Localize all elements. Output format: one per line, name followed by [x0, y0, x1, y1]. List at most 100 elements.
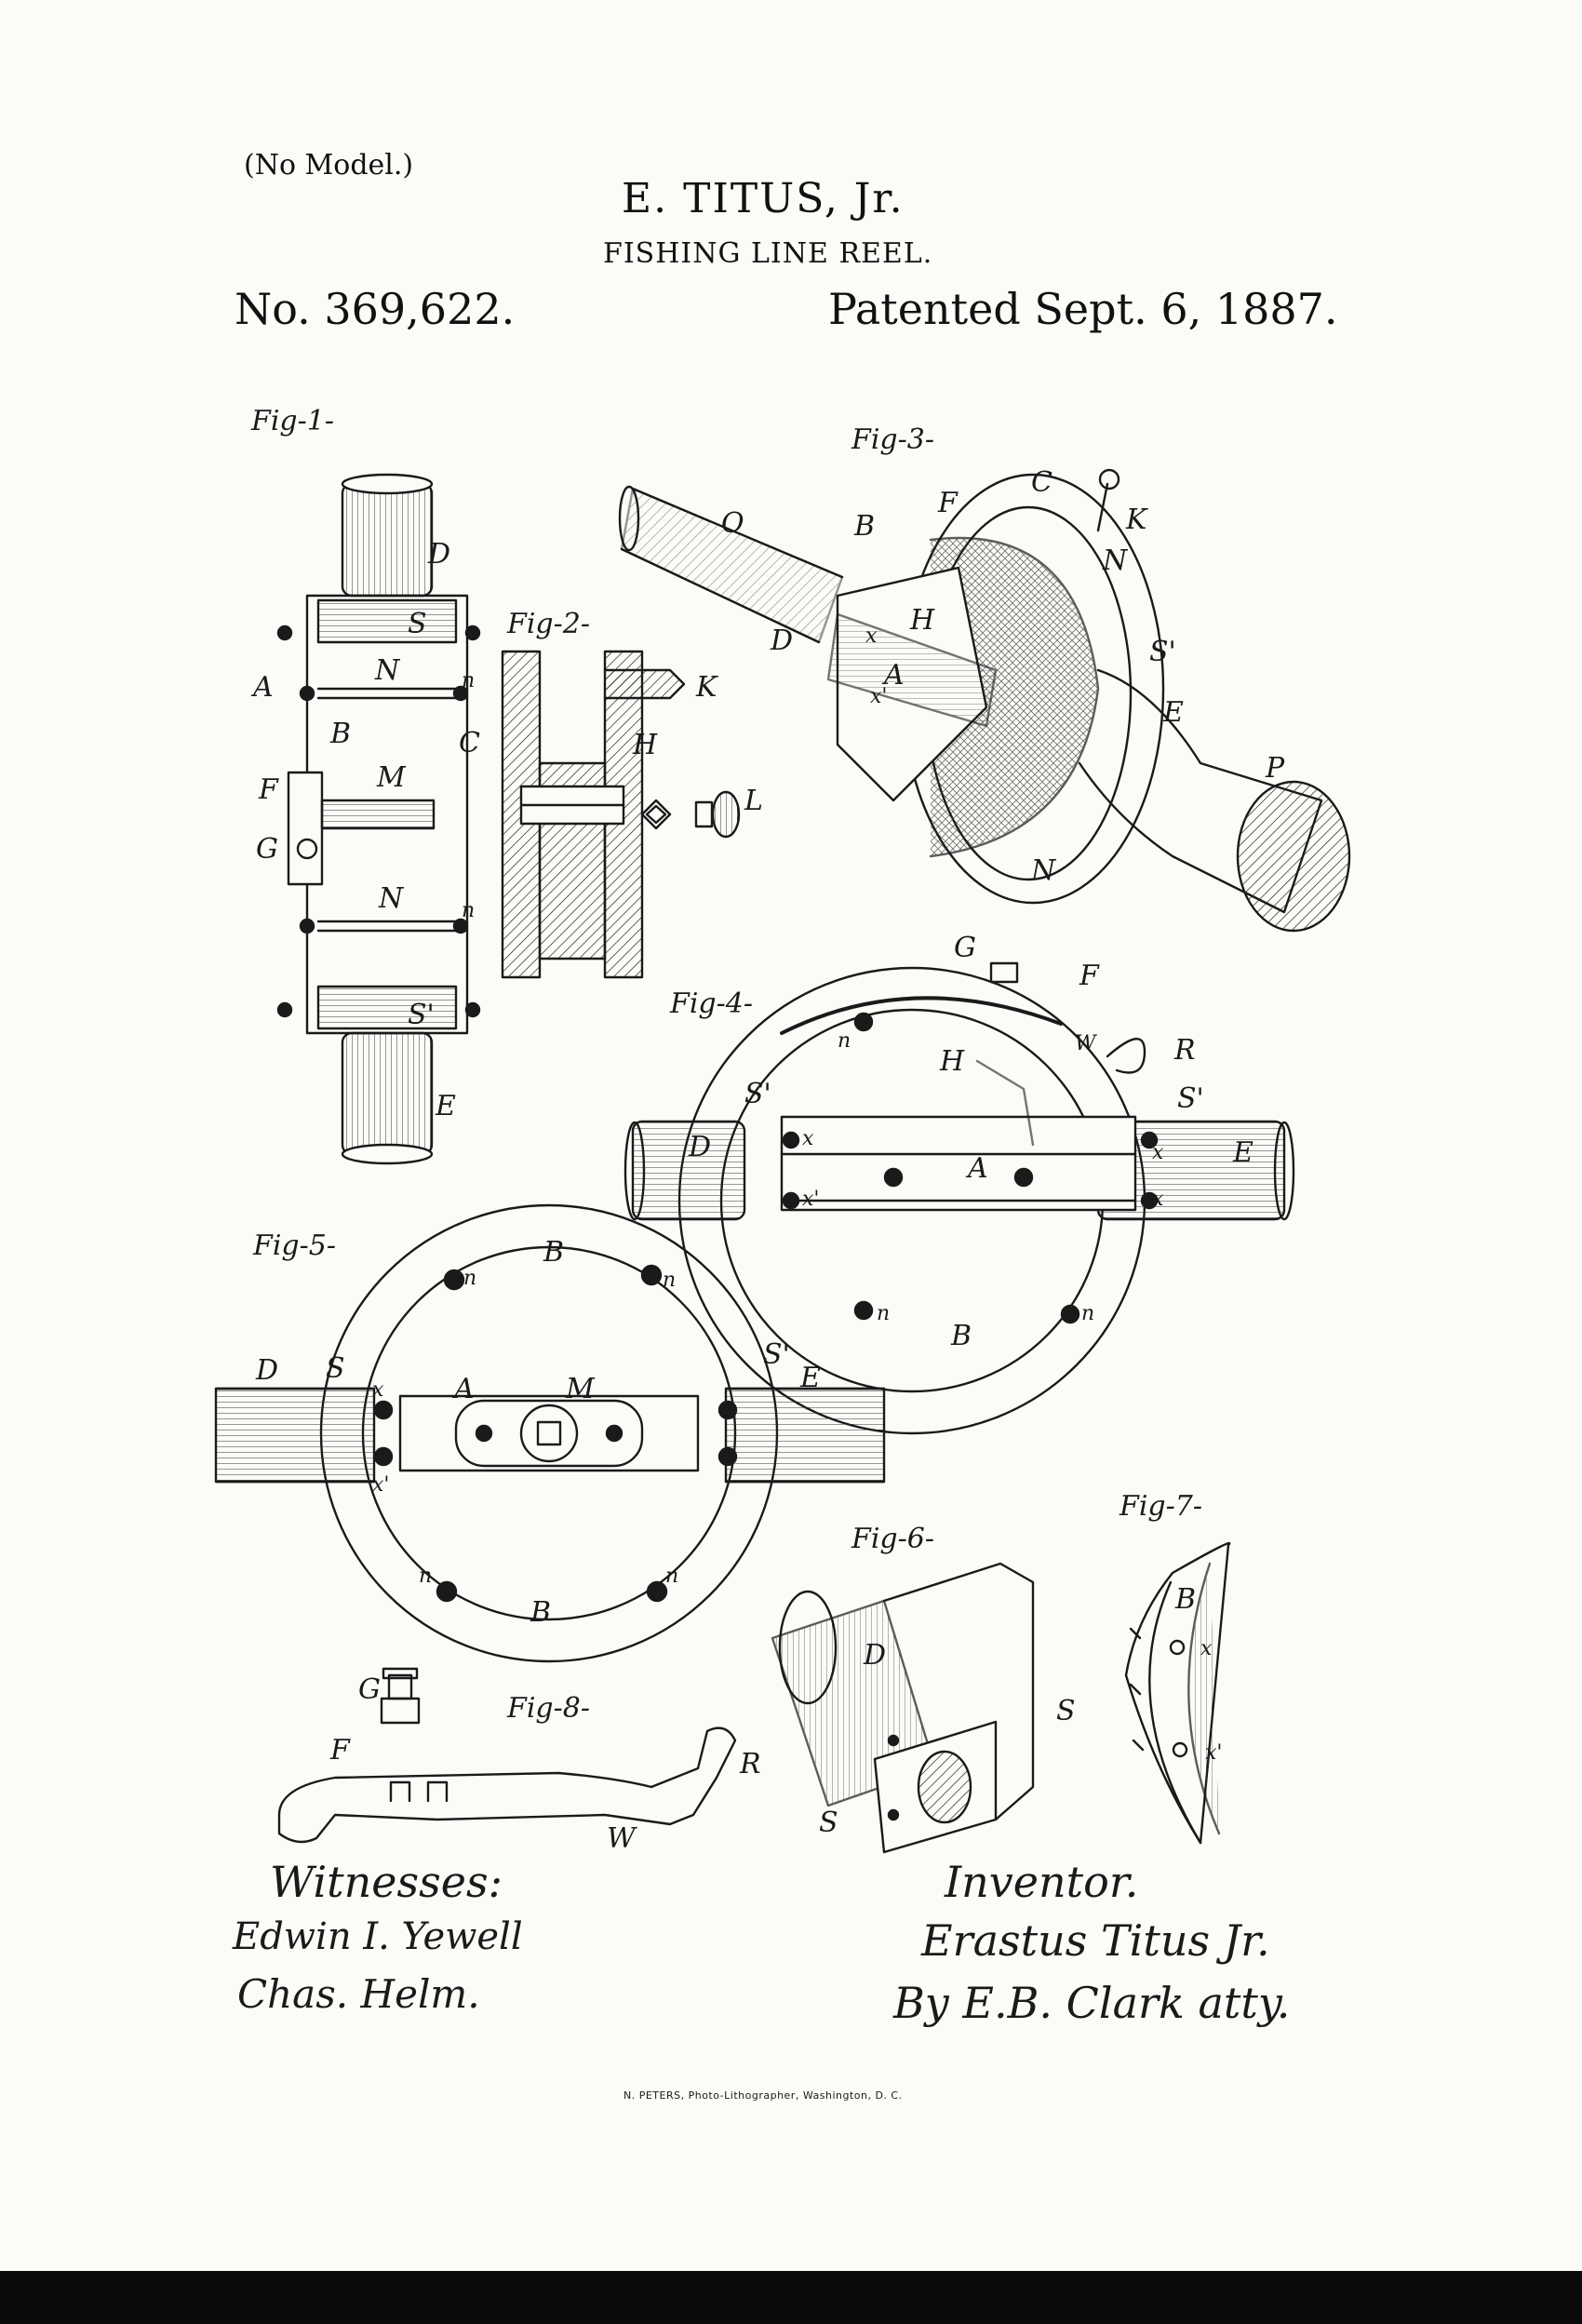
patent-date: Patented Sept. 6, 1887. [828, 284, 1338, 334]
fig2-label: H [632, 729, 658, 761]
fig6-label: D [863, 1639, 886, 1672]
fig3-label: x' [870, 685, 887, 708]
fig1-label: N [374, 654, 401, 687]
fig5-label: n [665, 1565, 678, 1588]
fig3-caption: Fig-3- [851, 423, 934, 456]
fig8-label: F [329, 1734, 351, 1767]
inventor-name: E. TITUS, Jr. [622, 175, 905, 222]
figure-6 [771, 1562, 1035, 1854]
attorney-signature: By E.B. Clark atty. [893, 1978, 1291, 2028]
fig5-label: E [799, 1362, 821, 1394]
fig5-label: S' [763, 1338, 790, 1371]
fig3-label: D [770, 625, 793, 657]
figure-4 [623, 961, 1295, 1435]
fig3-label: C [1031, 466, 1052, 499]
fig8-label: W [607, 1822, 637, 1855]
fig5-label: B [543, 1236, 564, 1269]
fig4-label: A [965, 1152, 988, 1185]
fig4-label: G [954, 932, 976, 964]
fig7-caption: Fig-7- [1119, 1490, 1202, 1523]
fig2-caption: Fig-2- [506, 608, 590, 640]
fig3-label: H [909, 604, 935, 637]
fig5-label: D [255, 1354, 278, 1387]
fig1-label: G [256, 833, 278, 866]
fig4-caption: Fig-4- [669, 987, 753, 1020]
fig5-label: x [372, 1378, 384, 1402]
fig6-label: S [819, 1807, 838, 1839]
fig1-label: n [462, 669, 475, 692]
fig8-label: G [358, 1673, 381, 1706]
fig2-label: K [695, 671, 718, 704]
fig4-label: B [950, 1320, 972, 1352]
fig7-label: x' [1205, 1741, 1222, 1765]
fig3-label: P [1265, 752, 1285, 785]
fig5-label: S [326, 1352, 345, 1385]
no-model-note: (No Model.) [244, 149, 414, 181]
fig4-label: x [1152, 1188, 1164, 1211]
fig4-label: x [1152, 1141, 1164, 1164]
fig5-label: x' [372, 1473, 389, 1497]
fig3-label: x [865, 625, 878, 648]
fig7-label: x [1200, 1637, 1213, 1660]
fig3-label: F [937, 487, 959, 519]
lithographer-credit: N. PETERS, Photo-Lithographer, Washingto… [623, 2089, 903, 2102]
fig6-caption: Fig-6- [851, 1523, 934, 1555]
fig5-label: A [451, 1373, 475, 1405]
fig3-label: N [1102, 544, 1129, 577]
fig4-label: H [939, 1045, 965, 1078]
fig3-label: S' [1149, 636, 1176, 668]
figure-1 [276, 473, 481, 1165]
patent-title: FISHING LINE REEL. [603, 237, 933, 270]
figure-7 [1124, 1541, 1231, 1845]
witnesses-heading: Witnesses: [270, 1857, 503, 1907]
fig1-label: F [258, 773, 279, 806]
fig5-label: n [419, 1565, 432, 1588]
fig4-label: E [1232, 1136, 1254, 1169]
figure-3 [618, 468, 1351, 933]
witness-signature-1: Edwin I. Yewell [233, 1915, 523, 1958]
fig4-label: n [838, 1029, 851, 1053]
fig1-label: A [250, 671, 274, 704]
fig3-label: O [721, 507, 744, 540]
fig5-label: B [530, 1596, 551, 1629]
witness-signature-2: Chas. Helm. [237, 1971, 480, 2017]
fig4-label: W [1075, 1032, 1098, 1055]
patent-number: No. 369,622. [235, 284, 516, 334]
fig1-label: B [329, 718, 351, 750]
fig8-caption: Fig-8- [506, 1692, 590, 1725]
fig1-label: N [378, 882, 405, 915]
fig2-label: L [744, 785, 763, 817]
fig3-label: B [853, 510, 875, 543]
fig6-label: S [1056, 1695, 1076, 1727]
fig8-label: R [739, 1748, 761, 1780]
fig1-label: M [376, 761, 407, 794]
fig4-label: x [802, 1127, 814, 1150]
inventor-signature: Erastus Titus Jr. [921, 1915, 1270, 1966]
fig5-label: n [663, 1269, 676, 1292]
fig1-label: n [462, 899, 475, 922]
fig3-label: N [1030, 854, 1057, 887]
fig4-label: n [877, 1302, 890, 1325]
fig1-label: D [427, 538, 450, 571]
fig5-caption: Fig-5- [252, 1229, 336, 1262]
figure-5 [214, 1203, 886, 1663]
scan-edge-strip [0, 2271, 1582, 2324]
fig1-label: S' [408, 999, 435, 1031]
fig7-label: B [1174, 1583, 1196, 1616]
figure-2 [501, 650, 741, 979]
fig4-label: D [688, 1131, 711, 1163]
fig5-label: M [565, 1373, 596, 1405]
figure-8 [277, 1667, 737, 1844]
fig1-label: E [435, 1090, 456, 1122]
fig1-label: C [459, 727, 480, 759]
fig4-label: n [1081, 1302, 1094, 1325]
fig4-label: S' [1177, 1082, 1204, 1115]
fig3-label: A [881, 659, 905, 692]
fig4-label: x' [802, 1188, 819, 1211]
fig3-label: E [1162, 696, 1184, 729]
fig4-label: R [1173, 1034, 1196, 1067]
fig4-label: S' [744, 1078, 771, 1110]
fig5-label: n [463, 1267, 476, 1290]
fig4-label: F [1079, 960, 1100, 992]
